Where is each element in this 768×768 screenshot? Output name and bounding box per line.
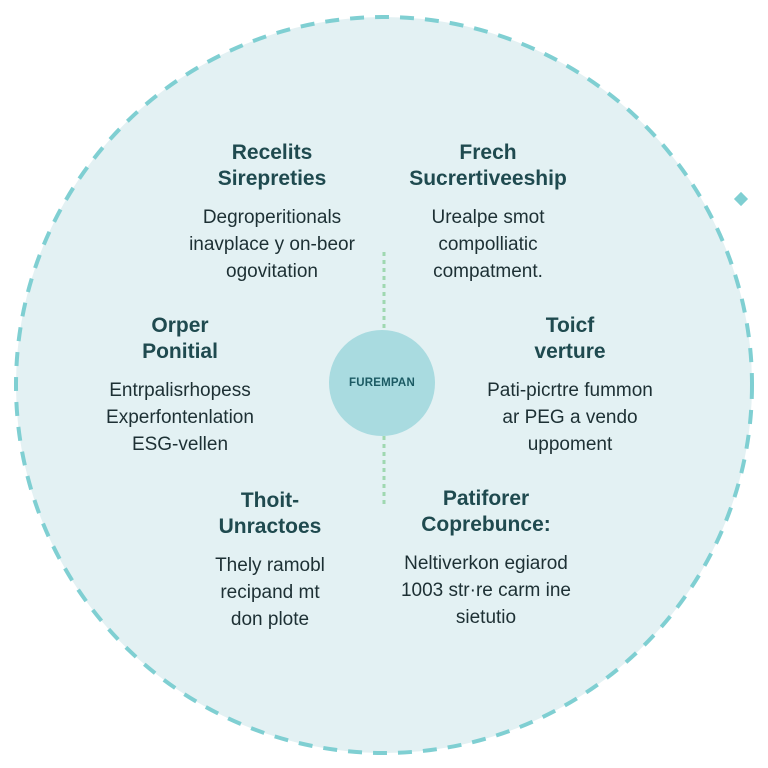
section-body-line: Degroperitionals <box>202 207 342 228</box>
section-bottom-right: Patiforer Coprebunce: Neltiverkon egiaro… <box>374 486 598 631</box>
section-top-right: Frech Sucrertiveeship Urealpe smot compo… <box>380 140 596 285</box>
section-body-line: Experfontenlation <box>106 407 254 428</box>
hub-circle: FUREMPAN <box>329 330 435 436</box>
section-title-line: Patiforer <box>442 487 530 510</box>
section-title-line: Recelits <box>231 141 313 164</box>
section-title-line: Sucrertiveeship <box>409 167 567 190</box>
section-title-line: Thoit- <box>240 489 300 512</box>
section-body-line: don plote <box>230 609 310 630</box>
section-body-line: ESG-vellen <box>131 434 229 455</box>
section-body-line: sietutio <box>455 607 517 628</box>
section-body-line: Thely ramobl <box>215 555 325 576</box>
section-body-line: recipand mt <box>220 582 320 603</box>
section-top-left: Recelits Sirepreties Degroperitionals in… <box>160 140 384 285</box>
section-bottom-left: Thoit- Unractoes Thely ramobl recipand m… <box>170 488 370 633</box>
section-title-line: Unractoes <box>218 515 322 538</box>
section-title-line: Orper <box>151 314 209 337</box>
section-title-line: Frech <box>459 141 517 164</box>
section-title-line: verture <box>534 340 606 363</box>
section-title-line: Ponitial <box>142 340 218 363</box>
section-title-line: Coprebunce: <box>421 513 551 536</box>
section-title-line: Toicf <box>545 314 595 337</box>
section-body-line: Pati-picrtre fummon <box>487 380 653 401</box>
section-title-line: Sirepreties <box>217 167 327 190</box>
section-body-line: inavplace y on-beor <box>189 234 355 255</box>
section-body-line: compatment. <box>433 261 543 282</box>
section-body-line: ogovitation <box>226 261 318 282</box>
section-body-line: ar PEG a vendo <box>502 407 638 428</box>
section-body-line: uppoment <box>527 434 613 455</box>
hub-label: FUREMPAN <box>349 377 415 389</box>
section-body-line: 1003 str·re carm ine <box>400 580 571 601</box>
section-body-line: Urealpe smot <box>431 207 545 228</box>
section-middle-right: Toicf verture Pati-picrtre fummon ar PEG… <box>452 313 688 458</box>
section-body-line: Entrpalisrhopess <box>109 380 251 401</box>
section-body-line: Neltiverkon egiarod <box>404 553 568 574</box>
section-middle-left: Orper Ponitial Entrpalisrhopess Experfon… <box>60 313 300 458</box>
diamond-marker <box>733 191 749 207</box>
section-body-line: compolliatic <box>438 234 538 255</box>
